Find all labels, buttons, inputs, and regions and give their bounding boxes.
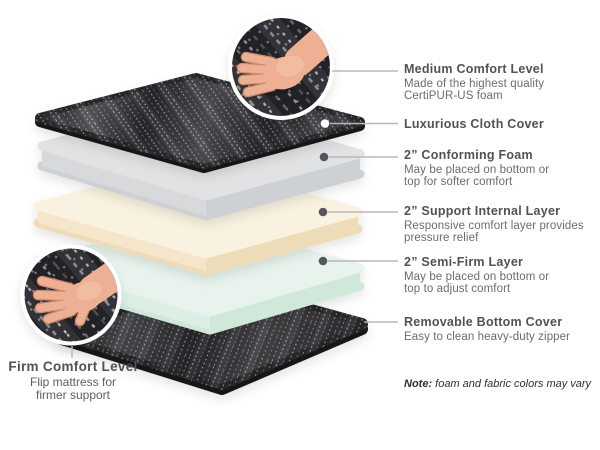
callout-semi-firm: 2” Semi-Firm Layer May be placed on bott… (404, 255, 599, 296)
cloth-cover-sheen (40, 78, 360, 164)
callout-body: Easy to clean heavy-duty zipper (404, 331, 571, 343)
callout-medium-comfort: Medium Comfort Level Made of the highest… (404, 62, 599, 103)
note-prefix: Note: (404, 378, 433, 390)
callout-heading: Removable Bottom Cover (404, 315, 563, 329)
callout-body: Made of the highest quality CertiPUR-US … (404, 78, 545, 103)
pointer-dot-conforming-foam (319, 152, 329, 162)
inset-medium-comfort (228, 14, 334, 120)
leader-lines (71, 70, 398, 358)
hand-pressing-top-icon (236, 18, 330, 102)
callout-heading: 2” Support Internal Layer (404, 204, 561, 218)
pointer-dot-semi-firm (318, 256, 328, 266)
note-text: foam and fabric colors may vary (432, 378, 592, 390)
callout-body: May be placed on bottom or top to adjust… (404, 271, 550, 296)
callout-body: Responsive comfort layer provides pressu… (404, 220, 584, 245)
callout-heading: 2” Conforming Foam (404, 148, 533, 162)
layer-cloth-cover (35, 73, 365, 173)
callout-conforming-foam: 2” Conforming Foam May be placed on bott… (404, 148, 599, 189)
gray-right-edge (206, 154, 360, 216)
gray-left-edge (42, 146, 206, 216)
callout-bottom-cover: Removable Bottom Cover Easy to clean hea… (404, 315, 599, 343)
callout-heading: Firm Comfort Level (8, 359, 138, 374)
callout-cloth-cover: Luxurious Cloth Cover (404, 117, 599, 131)
pointer-dot-support-layer (318, 207, 328, 217)
inset-firm-comfort (20, 244, 122, 346)
hand-pressing-bottom-icon (29, 256, 118, 327)
callout-heading: Luxurious Cloth Cover (404, 117, 544, 131)
callout-heading: Medium Comfort Level (404, 62, 544, 76)
color-disclaimer-note: Note: foam and fabric colors may vary (404, 378, 591, 390)
pointer-dots (318, 119, 330, 266)
callout-support-layer: 2” Support Internal Layer Responsive com… (404, 204, 599, 245)
callout-body: Flip mattress for firmer support (29, 375, 116, 402)
pointer-dot-cloth-cover (320, 119, 330, 128)
callout-firm-comfort: Firm Comfort Level Flip mattress for fir… (0, 359, 152, 402)
callout-body: May be placed on bottom or top for softe… (404, 164, 550, 189)
callout-heading: 2” Semi-Firm Layer (404, 255, 524, 269)
